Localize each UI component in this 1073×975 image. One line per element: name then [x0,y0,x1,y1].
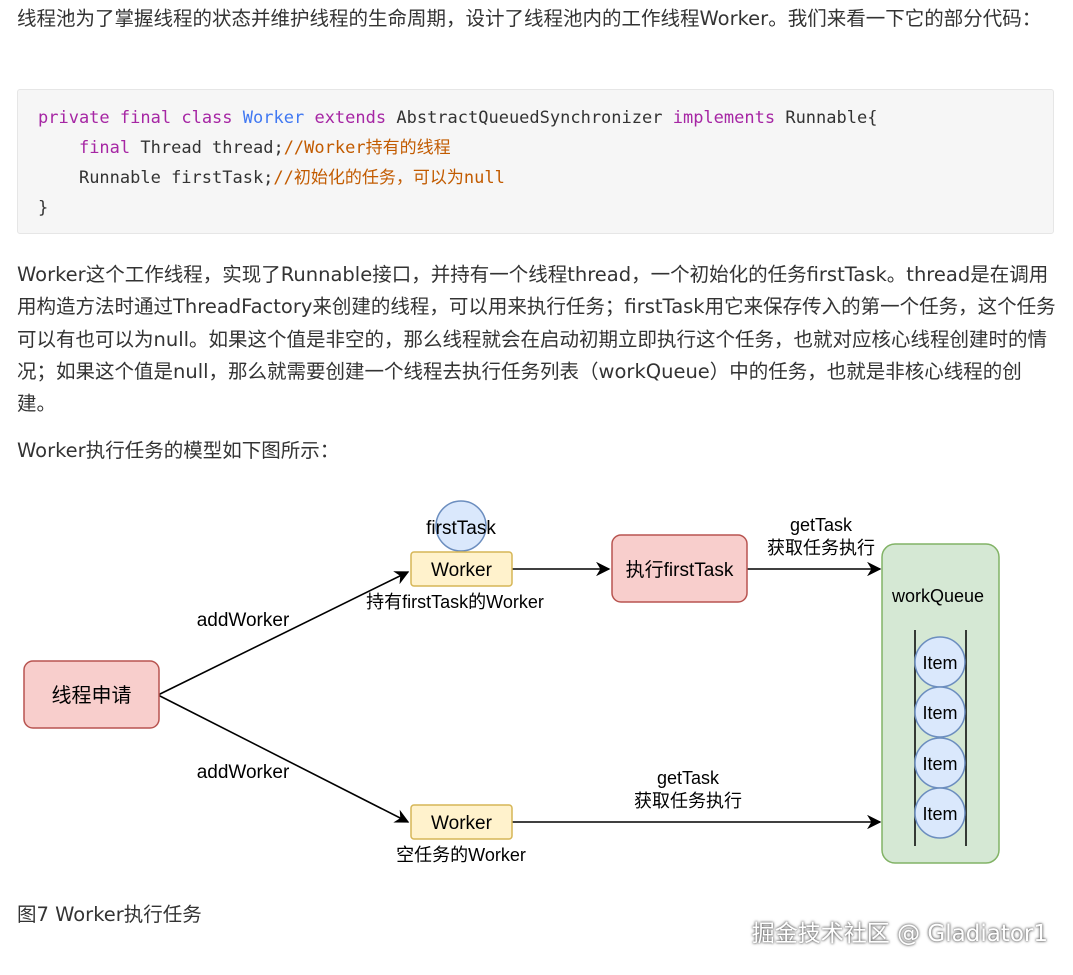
code-line-4: } [38,198,49,218]
add-worker-arrow-top [157,571,410,696]
first-task-label: firstTask [426,518,496,539]
request-label: 线程申请 [52,684,132,707]
code-class-name: Worker [242,108,305,128]
queue-item-label: Item [922,804,957,824]
add-worker-arrow-bottom [157,694,410,823]
work-queue-label: workQueue [891,586,984,606]
code-keyword: implements [672,108,776,128]
code-line-3: Runnable firstTask;//初始化的任务，可以为null [38,167,505,189]
queue-item-label: Item [922,653,957,673]
code-indent [38,168,79,188]
queue-item-circle [914,686,966,738]
get-task-bottom-line2: 获取任务执行 [634,791,742,811]
execute-box [611,534,748,603]
worker-bottom-caption: 空任务的Worker [396,845,526,865]
code-comment: //Worker持有的线程 [283,138,451,158]
code-parent-class: AbstractQueuedSynchronizer [396,108,663,128]
worker-bottom-box [410,804,513,840]
code-keyword: final [78,138,131,158]
queue-item-label: Item [922,754,957,774]
description-paragraph: Worker这个工作线程，实现了Runnable接口，并持有一个线程thread… [17,263,1056,416]
figure-caption: 图7 Worker执行任务 [17,903,202,926]
watermark: 掘金技术社区 @ Gladiator1 [751,921,1048,947]
worker-bottom-label: Worker [431,813,493,834]
execute-label: 执行firstTask [626,559,734,581]
code-block: private final class Worker extends Abstr… [17,89,1054,234]
worker-top-box [410,551,513,587]
code-keyword: private [38,108,110,128]
queue-item-label: Item [922,703,957,723]
queue-item-circle [914,787,966,839]
worker-top-label: Worker [431,560,493,581]
code-keyword: final [119,108,172,128]
code-keyword: class [181,108,233,128]
code-line-2: final Thread thread;//Worker持有的线程 [38,137,451,159]
add-worker-label-top: addWorker [197,610,290,631]
intro-paragraph: 线程池为了掌握线程的状态并维护线程的生命周期，设计了线程池内的工作线程Worke… [17,7,1042,30]
add-worker-label-bottom: addWorker [197,762,290,783]
code-line-1: private final class Worker extends Abstr… [38,107,877,129]
get-task-top-line1: getTask [790,515,853,535]
worker-top-caption: 持有firstTask的Worker [366,592,544,612]
first-task-circle [435,500,487,552]
request-box [23,660,160,729]
code-interface: Runnable{ [785,108,878,128]
get-task-bottom-line1: getTask [657,768,720,788]
model-intro-paragraph: Worker执行任务的模型如下图所示： [17,439,340,462]
code-indent [38,138,79,158]
code-declaration: Thread thread; [140,138,284,158]
worker-model-diagram: 线程申请 firstTask Worker 持有firstTask的Worker… [23,500,1000,865]
code-comment: //初始化的任务，可以为null [273,168,505,188]
code-keyword: extends [314,108,387,128]
code-declaration: Runnable firstTask; [78,168,274,188]
get-task-top-line2: 获取任务执行 [767,538,875,558]
